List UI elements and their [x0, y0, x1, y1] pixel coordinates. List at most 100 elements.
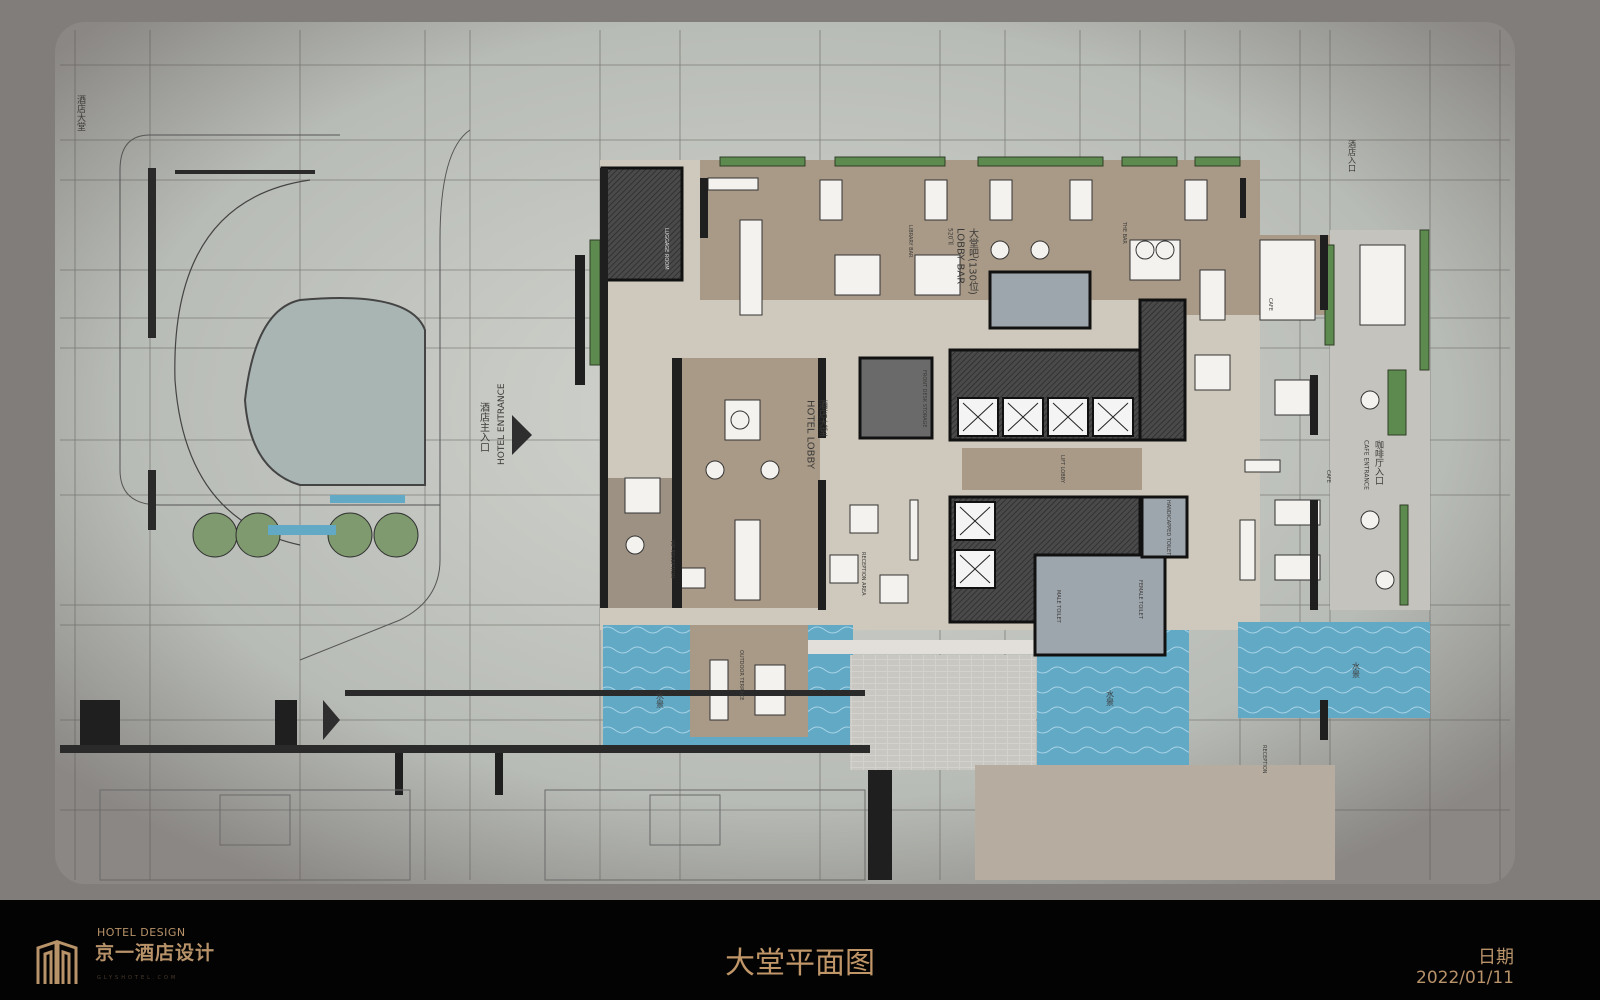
furniture-piece [989, 179, 1013, 221]
driveway-curve [299, 129, 471, 661]
elevator-cross [1097, 402, 1129, 432]
furniture-piece [834, 254, 881, 296]
furniture-piece [924, 179, 948, 221]
wall-segment [80, 700, 120, 745]
furniture-piece [909, 499, 919, 561]
brand-url: GLYSHOTEL.COM [97, 975, 179, 981]
stone-paving [850, 655, 1036, 770]
water-feature-label: 水景 [1106, 689, 1115, 706]
cafe-label: CAFE [1267, 298, 1273, 311]
water-strip [330, 495, 405, 503]
table-round [760, 460, 780, 480]
toilet-room [988, 270, 1092, 330]
table-round [1135, 240, 1155, 260]
furniture-piece [849, 504, 879, 534]
furniture-piece [1244, 459, 1281, 473]
lobby-bar-area-label: 520㎡ [947, 228, 954, 246]
arrow-icon [323, 700, 340, 740]
cafe-entrance-en-label: CAFE ENTRANCE [1363, 440, 1370, 490]
table-round [990, 240, 1010, 260]
brand-name-en: HOTEL DESIGN [97, 926, 186, 939]
water-feature [1238, 622, 1430, 718]
hotel-entrance-en-label: HOTEL ENTRANCE [497, 383, 507, 465]
wall-segment [1310, 500, 1318, 610]
furniture-piece [914, 254, 961, 296]
driveway-outline [119, 134, 440, 506]
wall-segment [600, 168, 608, 608]
canopy-arc [174, 179, 311, 546]
lobby-bar-cn-label: 大堂吧(130位) [967, 227, 979, 295]
cafe-label-2: CAFE [1325, 470, 1331, 483]
furniture-piece [819, 179, 843, 221]
wall-segment [275, 700, 297, 745]
reception-label: RECEPTION [1261, 745, 1267, 774]
site-wall [60, 745, 870, 753]
front-desk-storage-label: FRONT DESK STORAGE [921, 370, 927, 428]
lift-lobby-zone [962, 448, 1142, 490]
adjacent-building [99, 789, 866, 881]
furniture-piece [1199, 269, 1226, 321]
wall [148, 470, 156, 530]
elevator-cross [959, 554, 991, 584]
table-round [705, 460, 725, 480]
table-round [1030, 240, 1050, 260]
front-desk-storage [858, 356, 934, 440]
furniture-piece [1259, 239, 1316, 321]
reception-area-label: RECEPTION AREA [860, 552, 866, 596]
elevator-cross [962, 402, 994, 432]
wall-segment [818, 480, 826, 610]
library-bar-label: LIBRARY BAR [907, 225, 913, 258]
furniture-piece [879, 574, 909, 604]
planters [589, 156, 1430, 606]
lobby-bar-en-label: LOBBY BAR [955, 228, 966, 284]
furniture-piece [734, 519, 761, 601]
table-round [1360, 510, 1380, 530]
water-feature-label: 水景 [656, 691, 665, 708]
water-feature-label: 水景 [1352, 661, 1361, 678]
wall-segment [495, 750, 503, 795]
toilets [1033, 553, 1167, 657]
wall-segment [672, 358, 682, 608]
walkway [808, 640, 1038, 654]
hotel-lobby-cn-label: 酒店大堂 [817, 400, 828, 436]
hotel-lobby-en-label: HOTEL LOBBY [805, 400, 816, 470]
vip-reception-label: VIP RECEPTION [669, 540, 675, 578]
restaurant-zone [975, 765, 1335, 880]
hotel-entrance-cn-label: 酒店主入口 [478, 402, 490, 452]
furniture-piece [1194, 354, 1231, 391]
cafe-entrance-cn-label: 咖啡厅入口 [1373, 439, 1384, 485]
entrance-arrow-icon [512, 415, 532, 455]
luggage-room-label: LUGGAGE ROOM [663, 228, 669, 270]
elevators [954, 397, 1134, 589]
wall-segment [395, 750, 403, 795]
trees [192, 512, 419, 558]
handicapped-toilet [1140, 495, 1189, 559]
brand-logo-icon [36, 940, 78, 984]
lift-lobby-label: LIFT LOBBY [1059, 455, 1065, 484]
site-wall [345, 690, 865, 696]
slide-title: 大堂平面图 [725, 946, 875, 981]
water-strip [268, 525, 336, 535]
service-core [1138, 298, 1187, 442]
elevator-cross [1007, 402, 1039, 432]
wall-segment [1310, 375, 1318, 435]
floor-plan-drawing: 酒店大堂 酒店主入口 HOTEL ENTRANCE 酒店大堂 HOTEL LOB… [55, 22, 1515, 884]
table-round [1360, 390, 1380, 410]
furniture-piece [1069, 179, 1093, 221]
female-toilet-label: FEMALE TOILET [1137, 580, 1143, 620]
luggage-room [600, 166, 684, 282]
wall-segment [1240, 178, 1246, 218]
table-round [730, 410, 750, 430]
hotel-entry-right-label: 酒店入口 [1348, 140, 1357, 172]
furniture-piece [739, 219, 763, 316]
furniture-piece [1184, 179, 1208, 221]
elevator-cross [959, 506, 991, 536]
table-round [625, 535, 645, 555]
wall-segment [818, 358, 826, 438]
male-toilet-label: MALE TOILET [1055, 590, 1061, 624]
wall-segment [868, 770, 892, 880]
furniture-piece [1274, 379, 1311, 416]
outdoor-terrace-zone [690, 625, 808, 737]
walls [80, 168, 1328, 880]
wall [175, 170, 315, 174]
